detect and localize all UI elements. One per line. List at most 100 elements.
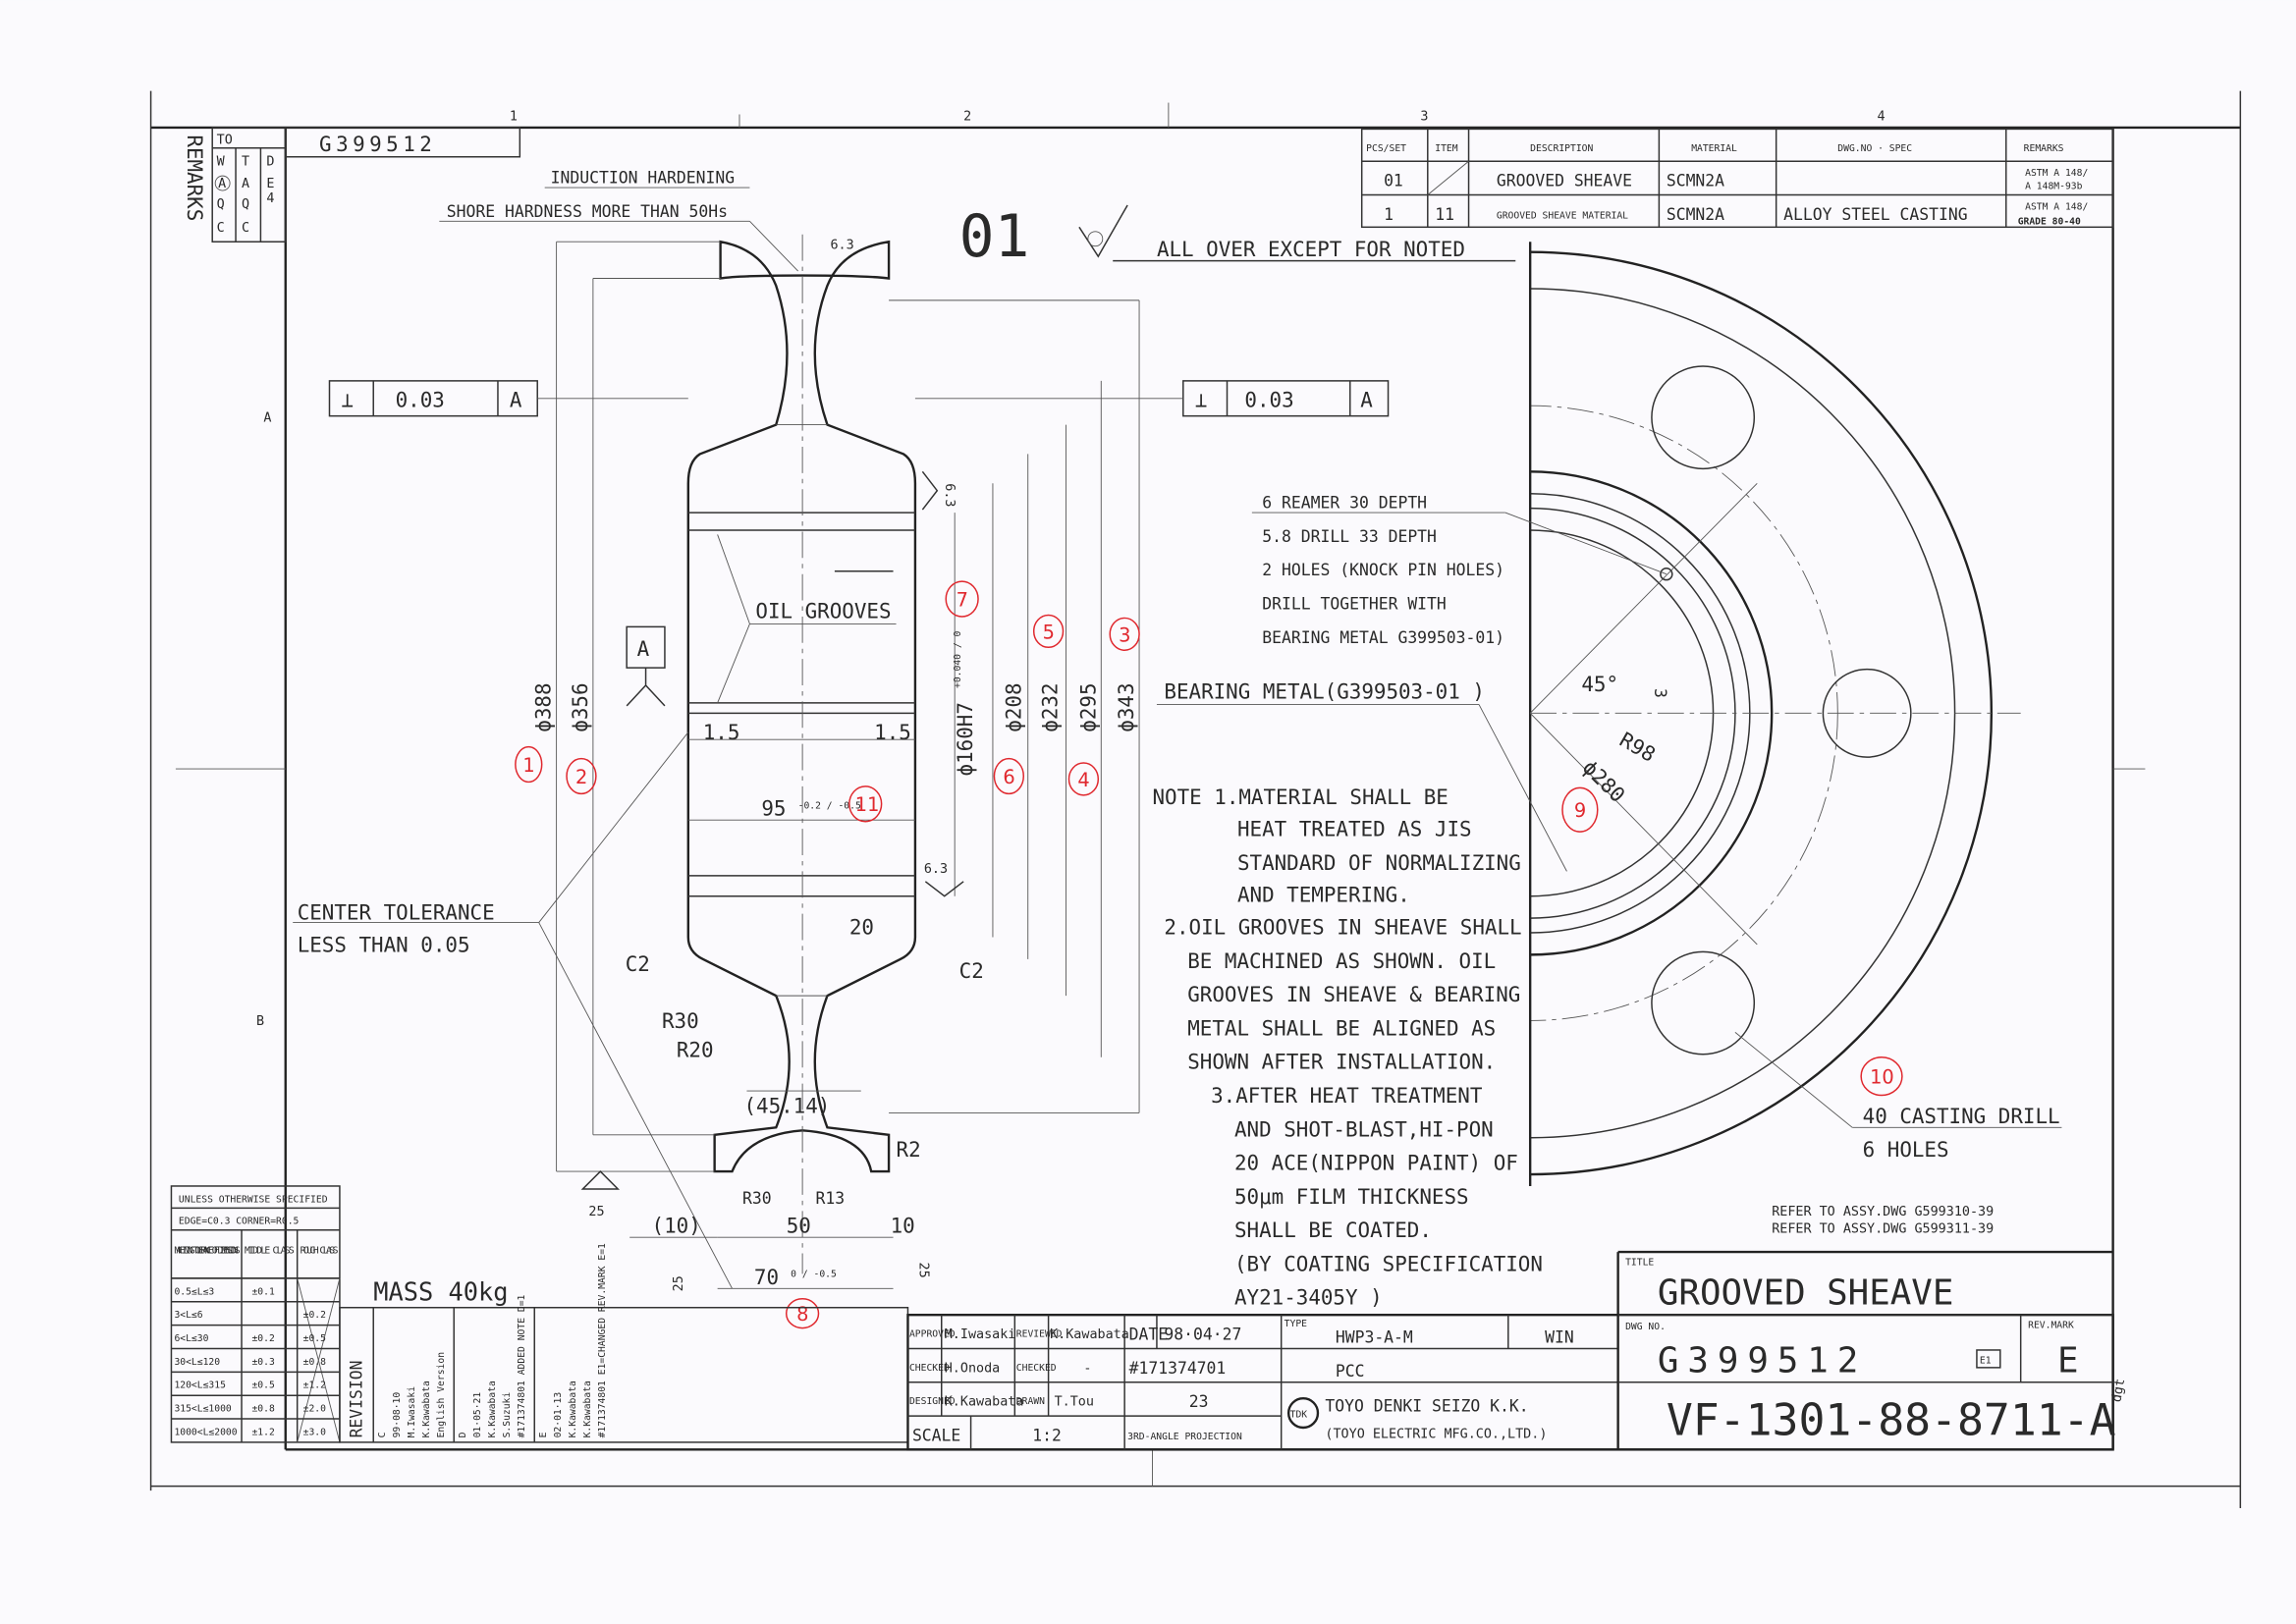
scale-value: 1:2 xyxy=(1032,1426,1062,1444)
revision-by2: K.Kawabata xyxy=(421,1380,432,1437)
rev-mark: E xyxy=(2057,1340,2079,1380)
row-a: A xyxy=(263,411,271,426)
item-mark-label: 5 xyxy=(1043,621,1055,643)
remarks-cell: A xyxy=(218,177,226,191)
revision-desc: #171374801 E1=CHANGED REV.MARK E=1 xyxy=(597,1243,608,1437)
dim-r13: R13 xyxy=(816,1189,846,1208)
dim-d160-tol: +0.040 / 0 xyxy=(953,631,963,688)
oil-grooves-label: OIL GROOVES xyxy=(755,599,891,623)
tol-rough: ±0.5 xyxy=(303,1333,326,1344)
dim-95-tol: -0.2 / -0.5 xyxy=(798,800,861,811)
remarks-label: REMARKS xyxy=(183,135,206,221)
revision-by2: S.Suzuki xyxy=(502,1392,513,1438)
logo-text: TDK xyxy=(1290,1410,1308,1421)
remarks-cell: Q xyxy=(217,197,225,212)
zone-4: 4 xyxy=(1878,109,1886,124)
remarks-cell: Q xyxy=(242,197,249,212)
item-mark-9: 9 xyxy=(1561,786,1599,833)
dim-10: (10) xyxy=(652,1215,701,1238)
roughness-6-3: 6.3 xyxy=(942,483,957,507)
induction-hardening-note: INDUCTION HARDENING xyxy=(551,169,736,188)
header-dwg-spec: DWG.NO · SPEC xyxy=(1837,143,1912,154)
perpendicular-icon: ⊥ xyxy=(1195,389,1208,412)
dimension-lines xyxy=(293,241,1140,1289)
checked-label: CHECKED xyxy=(1016,1363,1057,1374)
dim-r2: R2 xyxy=(897,1138,921,1162)
note-line: GROOVES IN SHEAVE & BEARING xyxy=(1187,983,1520,1006)
refer-assy-note: REFER TO ASSY.DWG G599310-39 xyxy=(1772,1205,1994,1219)
roughness-6-3: 6.3 xyxy=(830,239,853,253)
revision-date: 99·08·10 xyxy=(392,1392,403,1438)
tol-rough: ±0.8 xyxy=(303,1357,326,1368)
sheave-end-view xyxy=(1528,242,2021,1186)
item-mark-label: 6 xyxy=(1003,766,1014,788)
header-remarks: REMARKS xyxy=(2024,143,2064,154)
note-line: 50μm FILM THICKNESS xyxy=(1234,1185,1469,1209)
revision-by1: K.Kawabata xyxy=(487,1380,498,1437)
note-line: STANDARD OF NORMALIZING xyxy=(1237,851,1521,875)
type-label: TYPE xyxy=(1285,1319,1307,1329)
zone-2: 2 xyxy=(963,109,971,124)
item-mark-7: 7 xyxy=(945,580,979,618)
cell-description: GROOVED SHEAVE xyxy=(1497,172,1632,190)
designed-label: DESIGNED xyxy=(909,1396,956,1407)
roughness-25: 25 xyxy=(672,1275,686,1291)
dim-20: 20 xyxy=(849,916,874,940)
item-mark-4: 4 xyxy=(1067,762,1100,796)
perpendicularity-right: ⊥ 0.03 A xyxy=(914,380,1390,417)
dim-r30: R30 xyxy=(662,1009,699,1033)
company-name: TOYO DENKI SEIZO K.K. xyxy=(1325,1397,1528,1416)
reamer-note: 5.8 DRILL 33 DEPTH xyxy=(1262,527,1437,546)
projection-label: 3RD-ANGLE PROJECTION xyxy=(1127,1432,1242,1442)
item-mark-label: 10 xyxy=(1870,1066,1894,1089)
datum-label: A xyxy=(637,637,650,661)
perpendicularity-left: ⊥ 0.03 A xyxy=(328,380,688,417)
shore-hardness-note: SHORE HARDNESS MORE THAN 50Hs xyxy=(447,202,728,221)
tol-title: UNLESS OTHERWISE SPECIFIED xyxy=(179,1194,328,1205)
rev-e1: E1 xyxy=(1980,1355,1992,1366)
dim-3: 3 xyxy=(1651,688,1669,698)
dim-70: 70 xyxy=(754,1266,779,1289)
revision-desc: English Version xyxy=(436,1352,447,1437)
dim-r30: R30 xyxy=(742,1189,772,1208)
tol-rough: ±1.2 xyxy=(303,1380,326,1391)
customer-drawing-number: VF-1301-88-8711-A xyxy=(1667,1393,2116,1445)
drawn-by: T.Tou xyxy=(1055,1395,1094,1410)
item-mark-1: 1 xyxy=(515,745,543,784)
finish-note: 01 ALL OVER EXCEPT FOR NOTED xyxy=(959,203,1516,271)
tol-middle: ±0.8 xyxy=(251,1404,274,1415)
reamer-note: DRILL TOGETHER WITH xyxy=(1262,594,1447,613)
remarks-to: TO xyxy=(217,133,233,147)
rev-mark-label: REV.MARK xyxy=(2028,1321,2074,1331)
center-tolerance-note: LESS THAN 0.05 xyxy=(298,933,470,956)
row-b: B xyxy=(256,1014,264,1029)
note-line: SHALL BE COATED. xyxy=(1234,1218,1432,1242)
dim-r20: R20 xyxy=(677,1039,714,1062)
checked-by: H.Onoda xyxy=(945,1361,1001,1376)
note-line: AND TEMPERING. xyxy=(1237,884,1410,907)
table-row: 6<L≤30±0.2±0.5 xyxy=(174,1333,326,1344)
roughness-25: 25 xyxy=(915,1263,930,1278)
table-row: 30<L≤120±0.3±0.8 xyxy=(174,1357,326,1368)
casting-drill-note: 40 CASTING DRILL xyxy=(1863,1105,2060,1128)
zone-3: 3 xyxy=(1420,109,1428,124)
reamer-note: BEARING METAL G399503-01) xyxy=(1262,628,1504,647)
remarks-cell: W xyxy=(217,155,226,170)
sheet-frame: 1 2 3 4 A B xyxy=(149,90,2242,1509)
item-mark-label: 3 xyxy=(1119,623,1130,646)
dwg-no-label: DWG NO. xyxy=(1625,1322,1666,1332)
sheave-side-view xyxy=(686,234,917,1274)
remarks-cell: E xyxy=(266,177,274,191)
refer-assy-note: REFER TO ASSY.DWG G599311-39 xyxy=(1772,1222,1994,1237)
reamer-note: 6 REAMER 30 DEPTH xyxy=(1262,494,1427,513)
revision-by2: K.Kawabata xyxy=(582,1380,593,1437)
tolerance-value: 0.03 xyxy=(1244,389,1293,412)
item-mark-5: 5 xyxy=(1032,614,1065,648)
general-notes: NOTE 1.MATERIAL SHALL BE HEAT TREATED AS… xyxy=(1152,785,1542,1310)
tol-rough: ±3.0 xyxy=(303,1427,326,1437)
roughness-25: 25 xyxy=(588,1205,604,1219)
table-row: 01 GROOVED SHEAVE SCMN2A ASTM A 148/ A 1… xyxy=(1384,168,2088,191)
cell-pcs: 01 xyxy=(1384,172,1403,190)
